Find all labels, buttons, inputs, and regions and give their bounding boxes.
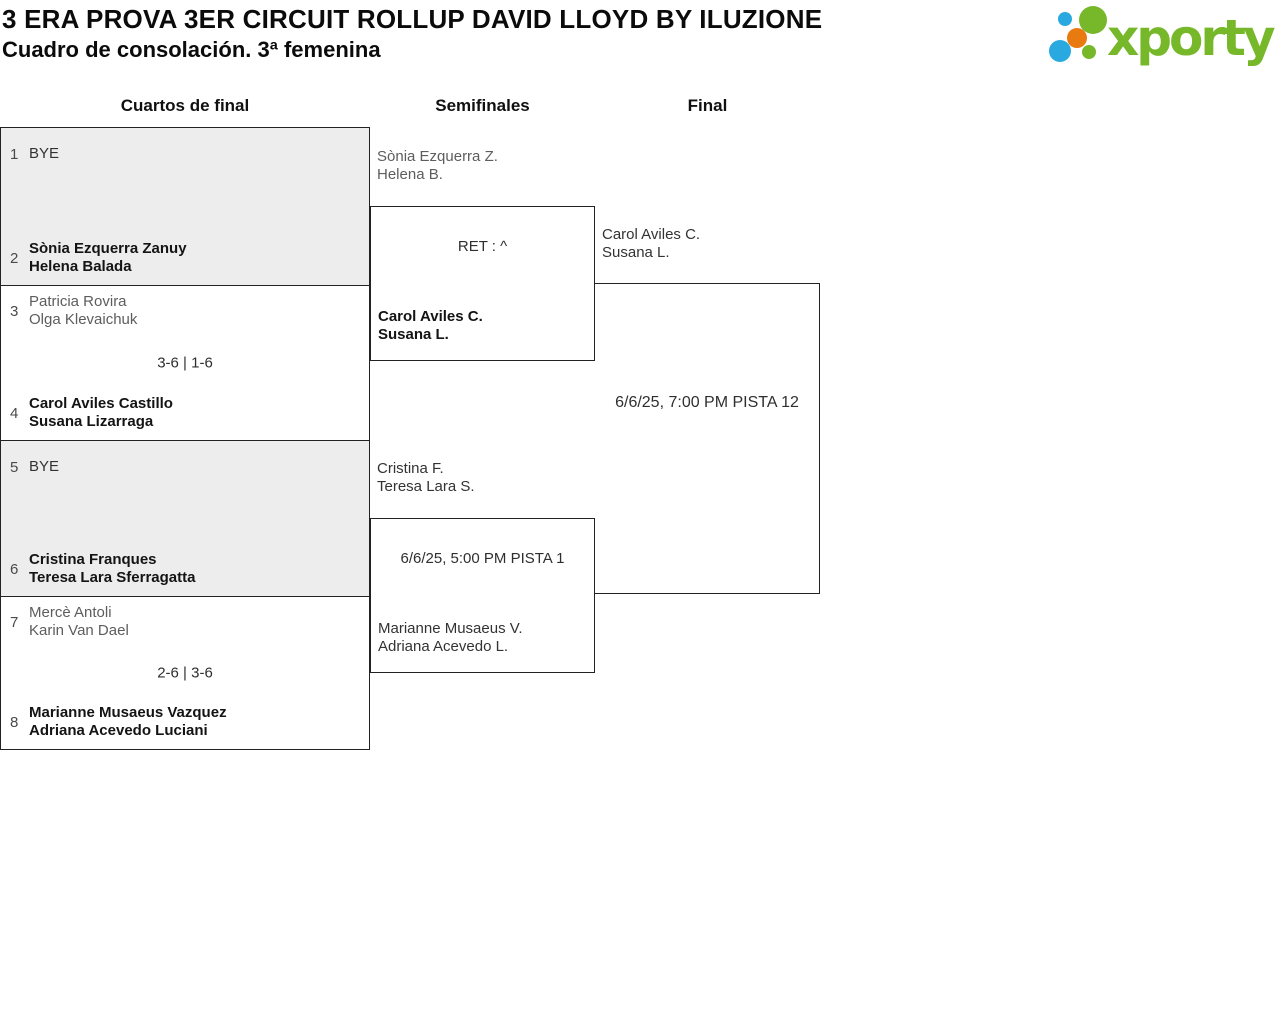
team-name: Susana Lizarraga <box>29 413 154 430</box>
qf2-top-team: 3 Patricia Rovira Olga Klevaichuk <box>10 293 137 329</box>
sf-match-1: RET : ^ Carol Aviles C. Susana L. <box>370 206 595 361</box>
qf4-top-team: 7 Mercè Antoli Karin Van Dael <box>10 604 129 640</box>
sf1-result: RET : ^ <box>457 238 508 255</box>
final-schedule: 6/6/25, 7:00 PM PISTA 12 <box>615 394 799 411</box>
sf-match-2: 6/6/25, 5:00 PM PISTA 1 Marianne Musaeus… <box>370 518 595 673</box>
seed-number: 4 <box>10 404 19 422</box>
team-name: Carol Aviles Castillo <box>29 395 173 412</box>
qf-match-1: 1 BYE 2 Sònia Ezquerra Zanuy Helena Bala… <box>1 128 369 285</box>
page-title: 3 ERA PROVA 3ER CIRCUIT ROLLUP DAVID LLO… <box>2 4 823 34</box>
team-name: Susana L. <box>602 244 670 261</box>
qf1-bottom-team: 2 Sònia Ezquerra Zanuy Helena Balada <box>10 240 187 276</box>
team-name: Teresa Lara S. <box>377 478 475 495</box>
qf3-bottom-team: 6 Cristina Franques Teresa Lara Sferraga… <box>10 551 195 587</box>
team-name: Olga Klevaichuk <box>29 311 138 328</box>
match-score: 2-6 | 3-6 <box>157 664 213 682</box>
team-name: Marianne Musaeus V. <box>378 620 523 637</box>
seed-number: 1 <box>10 145 19 163</box>
logo-dot-green-large <box>1079 6 1107 34</box>
team-name: Cristina Franques <box>29 551 157 568</box>
team-name: BYE <box>29 145 60 162</box>
match-score: 3-6 | 1-6 <box>157 354 213 372</box>
seed-number: 8 <box>10 713 19 731</box>
sf2-top-team: Cristina F. Teresa Lara S. <box>377 460 475 496</box>
logo-dot-blue-large <box>1049 40 1071 62</box>
seed-number: 3 <box>10 302 19 320</box>
team-name: Karin Van Dael <box>29 622 129 639</box>
team-name: Carol Aviles C. <box>602 226 701 243</box>
team-name: BYE <box>29 458 60 475</box>
sf2-schedule: 6/6/25, 5:00 PM PISTA 1 <box>400 550 565 567</box>
page-subtitle: Cuadro de consolación. 3ª femenina <box>2 37 381 62</box>
qf-match-3: 5 BYE 6 Cristina Franques Teresa Lara Sf… <box>1 440 369 596</box>
seed-number: 6 <box>10 560 19 578</box>
team-name: Mercè Antoli <box>29 604 112 621</box>
logo-text: xporty <box>1107 9 1275 66</box>
team-name: Helena Balada <box>29 258 132 275</box>
team-name: Marianne Musaeus Vazquez <box>29 704 227 721</box>
team-name: Susana L. <box>378 326 449 343</box>
final-top-team: Carol Aviles C. Susana L. <box>602 226 700 262</box>
qf4-bottom-team: 8 Marianne Musaeus Vazquez Adriana Aceve… <box>10 704 227 740</box>
team-name: Carol Aviles C. <box>378 308 483 325</box>
seed-number: 7 <box>10 613 19 631</box>
qf1-top-team: 1 BYE <box>10 145 59 163</box>
logo-dot-blue-small <box>1058 12 1072 26</box>
round-header-final: Final <box>687 96 728 115</box>
team-name: Adriana Acevedo Luciani <box>29 722 208 739</box>
qf2-bottom-team: 4 Carol Aviles Castillo Susana Lizarraga <box>10 395 173 431</box>
sf2-bottom-team: Marianne Musaeus V. Adriana Acevedo L. <box>378 620 523 656</box>
qf-match-2: 3 Patricia Rovira Olga Klevaichuk 3-6 | … <box>1 285 369 440</box>
team-name: Cristina F. <box>377 460 444 477</box>
team-name: Teresa Lara Sferragatta <box>29 569 196 586</box>
team-name: Adriana Acevedo L. <box>378 638 509 655</box>
final-match: 6/6/25, 7:00 PM PISTA 12 <box>595 283 820 594</box>
team-name: Patricia Rovira <box>29 293 127 310</box>
qf-match-4: 7 Mercè Antoli Karin Van Dael 2-6 | 3-6 … <box>1 596 369 749</box>
team-name: Sònia Ezquerra Zanuy <box>29 240 187 257</box>
sf1-bottom-team: Carol Aviles C. Susana L. <box>378 308 483 344</box>
round-header-cuartos: Cuartos de final <box>120 96 250 115</box>
quarterfinals-column: 1 BYE 2 Sònia Ezquerra Zanuy Helena Bala… <box>0 127 370 750</box>
round-header-semifinales: Semifinales <box>435 96 530 115</box>
qf3-top-team: 5 BYE <box>10 458 59 476</box>
team-name: Helena B. <box>377 166 443 183</box>
xporty-logo: xporty <box>1049 6 1276 66</box>
logo-dot-orange <box>1067 28 1087 48</box>
seed-number: 2 <box>10 249 19 267</box>
sf1-top-team: Sònia Ezquerra Z. Helena B. <box>377 148 498 184</box>
team-name: Sònia Ezquerra Z. <box>377 148 498 165</box>
logo-dot-green-small <box>1082 45 1096 59</box>
seed-number: 5 <box>10 458 19 476</box>
